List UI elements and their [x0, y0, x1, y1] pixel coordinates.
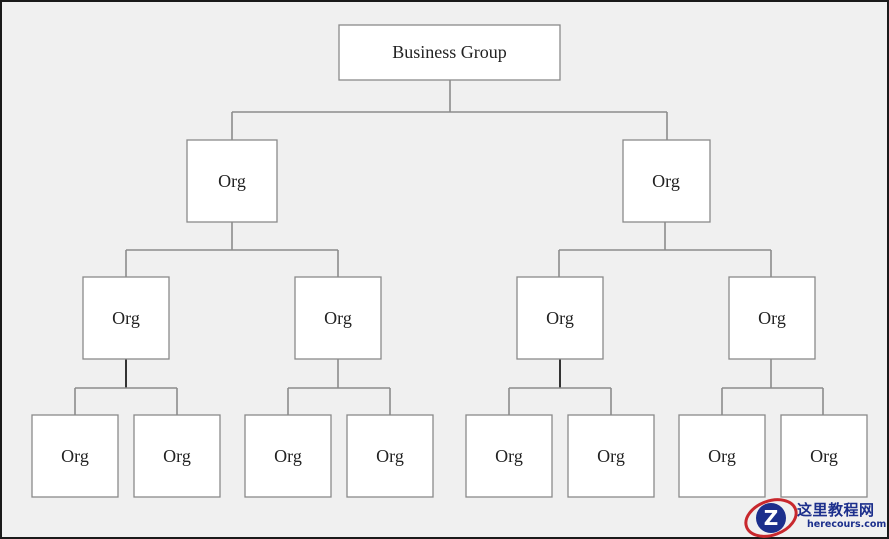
node-org-l1-2: Org	[622, 139, 711, 223]
node-box	[294, 276, 382, 360]
node-org-l2-4: Org	[728, 276, 816, 360]
node-org-l2-1: Org	[82, 276, 170, 360]
node-box	[186, 139, 278, 223]
watermark: Z 这里教程网 herecours.com	[741, 497, 887, 539]
node-box	[622, 139, 711, 223]
node-label: Org	[324, 308, 352, 328]
node-label: Org	[652, 171, 680, 191]
node-label: Org	[495, 446, 523, 466]
connectors-level2	[74, 359, 824, 415]
node-box	[567, 414, 655, 498]
node-org-l3-2: Org	[133, 414, 221, 498]
node-label: Org	[546, 308, 574, 328]
node-box	[728, 276, 816, 360]
node-label: Org	[163, 446, 191, 466]
watermark-logo-icon: Z	[744, 498, 798, 538]
node-org-l3-5: Org	[465, 414, 553, 498]
node-org-l2-3: Org	[516, 276, 604, 360]
node-label: Org	[597, 446, 625, 466]
connectors-root	[231, 80, 668, 140]
node-org-l3-7: Org	[678, 414, 766, 498]
node-label: Org	[274, 446, 302, 466]
node-box	[346, 414, 434, 498]
watermark-logo-letter: Z	[764, 506, 779, 530]
node-label: Business Group	[392, 42, 507, 62]
node-business-group: Business Group	[338, 24, 561, 81]
node-label: Org	[810, 446, 838, 466]
node-box	[244, 414, 332, 498]
node-box	[465, 414, 553, 498]
connectors-level1	[125, 222, 772, 277]
node-label: Org	[218, 171, 246, 191]
node-label: Org	[376, 446, 404, 466]
node-box	[133, 414, 221, 498]
node-org-l2-2: Org	[294, 276, 382, 360]
watermark-title: 这里教程网	[797, 501, 875, 519]
node-org-l3-8: Org	[780, 414, 868, 498]
node-label: Org	[61, 446, 89, 466]
node-org-l3-1: Org	[31, 414, 119, 498]
node-box	[82, 276, 170, 360]
node-org-l3-3: Org	[244, 414, 332, 498]
node-label: Org	[758, 308, 786, 328]
node-box	[31, 414, 119, 498]
node-org-l3-6: Org	[567, 414, 655, 498]
node-org-l1-1: Org	[186, 139, 278, 223]
node-label: Org	[112, 308, 140, 328]
node-box	[516, 276, 604, 360]
node-label: Org	[708, 446, 736, 466]
node-box	[338, 24, 561, 81]
node-box	[780, 414, 868, 498]
node-box	[678, 414, 766, 498]
node-org-l3-4: Org	[346, 414, 434, 498]
watermark-url: herecours.com	[807, 519, 887, 530]
